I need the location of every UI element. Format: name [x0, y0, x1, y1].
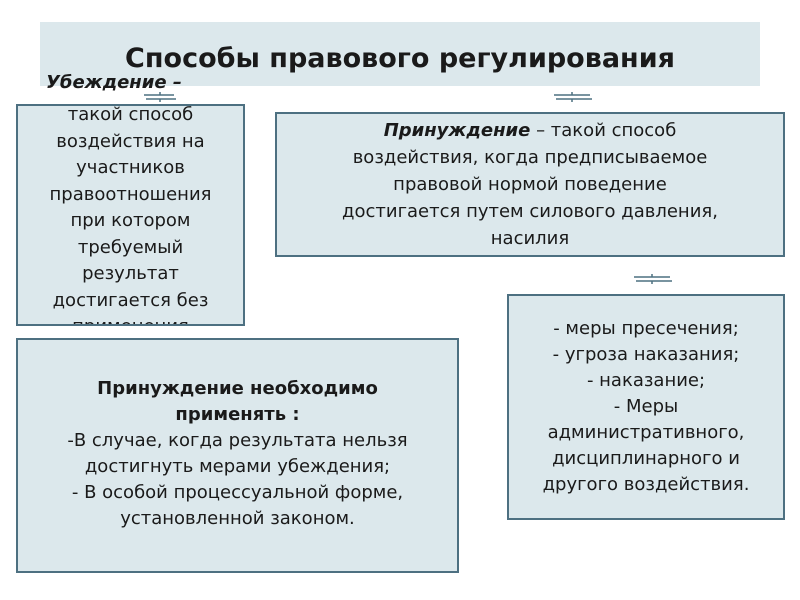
necessity-heading: применять : — [175, 404, 300, 425]
persuasion-definition: такой способ воздействия на участников п… — [18, 104, 243, 324]
necessity-item: -В случае, когда результата нельзя — [67, 430, 408, 451]
coercion-line: насилия — [490, 228, 570, 249]
necessity-item: - В особой процессуальной форме, — [71, 482, 404, 503]
persuasion-line: результат — [82, 263, 179, 284]
measure-item: - наказание; — [586, 370, 706, 391]
title-banner: Способы правового регулирования — [40, 22, 760, 86]
measure-item: другого воздействия. — [542, 474, 750, 495]
necessity-heading: Принуждение необходимо — [97, 378, 378, 399]
coercion-measures-box: - меры пресечения; - угроза наказания; -… — [507, 294, 785, 520]
coercion-box: Принуждение – такой способ воздействия, … — [275, 112, 785, 257]
persuasion-line: правоотношения — [49, 183, 212, 205]
coercion-necessity-box: Принуждение необходимо применять : -В сл… — [16, 338, 459, 573]
connector-icon-persuasion — [144, 92, 176, 102]
persuasion-heading: Убеждение – — [46, 72, 182, 93]
persuasion-line: требуемый — [77, 236, 184, 258]
persuasion-line: достигается без — [52, 289, 209, 311]
persuasion-line: применения — [22, 314, 239, 324]
persuasion-box: такой способ воздействия на участников п… — [16, 104, 245, 326]
measure-item: административного, — [547, 422, 745, 443]
coercion-line: воздействия, когда предписываемое — [352, 147, 708, 168]
connector-icon-measures — [634, 274, 672, 284]
coercion-line: достигается путем силового давления, — [342, 201, 718, 222]
necessity-item: установленной законом. — [120, 508, 355, 529]
persuasion-line: такой способ — [67, 104, 194, 125]
page-title: Способы правового регулирования — [125, 42, 675, 74]
measure-item: - Меры — [613, 396, 679, 417]
connector-icon-coercion — [554, 92, 592, 102]
measure-item: - меры пресечения; — [553, 318, 739, 339]
necessity-item: достигнуть мерами убеждения; — [84, 456, 391, 477]
measure-item: - угроза наказания; — [552, 344, 740, 365]
persuasion-line: воздействия на — [56, 130, 205, 152]
coercion-term: Принуждение — [383, 120, 531, 141]
persuasion-line: при котором — [70, 210, 191, 231]
measure-item: дисциплинарного и — [552, 448, 740, 469]
persuasion-line: участников — [76, 157, 185, 178]
coercion-line: – такой способ — [530, 120, 677, 141]
coercion-definition: Принуждение – такой способ воздействия, … — [342, 117, 718, 252]
coercion-line: правовой нормой поведение — [393, 174, 667, 195]
